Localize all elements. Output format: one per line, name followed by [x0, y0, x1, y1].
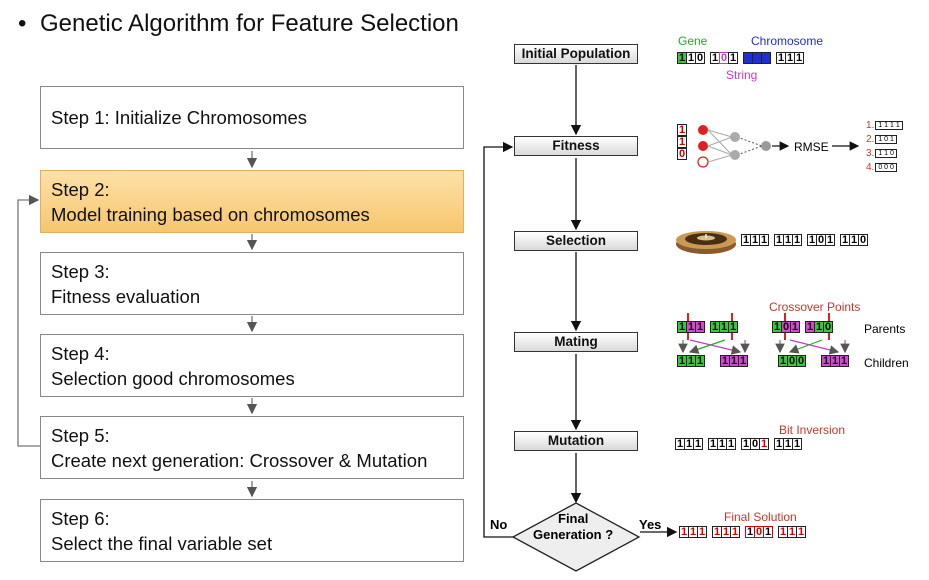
network-icon — [697, 125, 860, 168]
rank-4: 4.0 0 0 — [866, 162, 897, 173]
final-solution-label: Final Solution — [724, 510, 797, 524]
step-6: Step 6: Select the final variable set — [40, 499, 464, 562]
step-5: Step 5: Create next generation: Crossove… — [40, 416, 464, 479]
rank-2: 2.1 0 1 — [866, 134, 897, 145]
step-6-title: Step 6: — [51, 507, 110, 529]
flow-selection: Selection — [514, 231, 638, 251]
string-label: String — [726, 68, 758, 82]
bit-inversion-label: Bit Inversion — [779, 423, 846, 437]
step-6-text: Select the final variable set — [51, 532, 273, 554]
fitness-inputs: 1 1 0 — [677, 124, 687, 160]
bullet: • — [18, 10, 27, 37]
parents-label: Parents — [864, 322, 906, 336]
slide-title-text: Genetic Algorithm for Feature Selection — [40, 10, 459, 37]
loop-arrow — [17, 194, 40, 447]
chromosome-label: Chromosome — [751, 34, 824, 48]
rank-3: 3.1 1 0 — [866, 148, 897, 159]
gene-label: Gene — [678, 34, 708, 48]
no-label: No — [490, 517, 508, 532]
step-3: Step 3: Fitness evaluation — [40, 252, 464, 315]
roulette-wheel-icon — [676, 231, 736, 254]
flow-mating: Mating — [514, 332, 638, 352]
step-2: Step 2: Model training based on chromoso… — [40, 170, 464, 233]
slide-title: • Genetic Algorithm for Feature Selection — [18, 10, 459, 38]
step-4-title: Step 4: — [51, 342, 110, 364]
step-5-title: Step 5: — [51, 424, 110, 446]
children-label: Children — [864, 356, 909, 370]
step-5-text: Create next generation: Crossover & Muta… — [51, 449, 428, 471]
step-3-title: Step 3: — [51, 260, 110, 282]
step-1-text: Step 1: Initialize Chromosomes — [51, 107, 308, 128]
step-4: Step 4: Selection good chromosomes — [40, 334, 464, 397]
step-2-text: Model training based on chromosomes — [51, 203, 370, 225]
decision-line1: Final — [558, 511, 589, 526]
flow-initial-population: Initial Population — [514, 44, 638, 64]
flow-no-arrow — [483, 141, 514, 538]
rmse-label: RMSE — [794, 140, 829, 154]
yes-label: Yes — [639, 517, 662, 532]
step-2-title: Step 2: — [51, 178, 110, 200]
crossover-points-label: Crossover Points — [769, 300, 861, 314]
decision-diamond — [511, 502, 641, 572]
step-4-text: Selection good chromosomes — [51, 367, 295, 389]
decision-line2: Generation ? — [533, 527, 614, 542]
rank-1: 1.1 1 1 1 — [866, 120, 903, 131]
flow-mutation: Mutation — [514, 431, 638, 451]
step-3-text: Fitness evaluation — [51, 285, 201, 307]
step-1: Step 1: Initialize Chromosomes — [40, 86, 464, 149]
flow-fitness: Fitness — [514, 136, 638, 156]
